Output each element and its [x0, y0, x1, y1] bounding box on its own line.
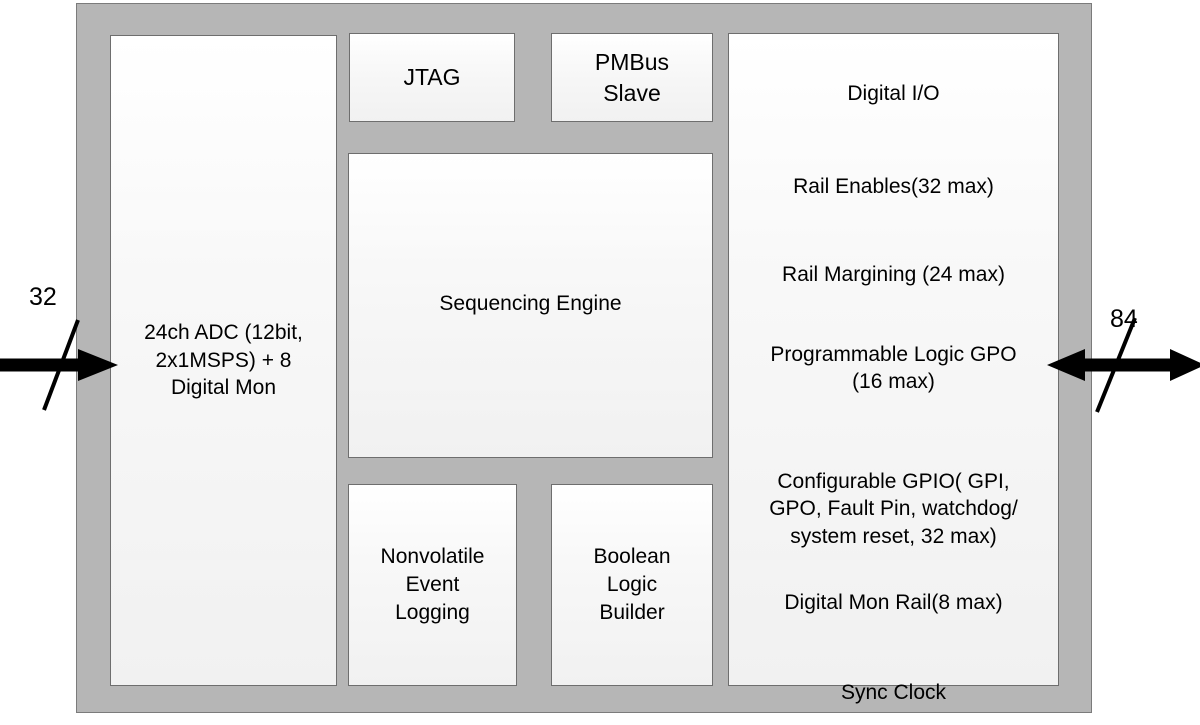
block-sequencing-engine-label: Sequencing Engine: [439, 291, 622, 315]
block-adc[interactable]: 24ch ADC (12bit, 2x1MSPS) + 8 Digital Mo…: [110, 35, 337, 686]
block-boolean-logic-builder-label: Boolean Logic Builder: [593, 545, 671, 624]
input-bus-width-label: 32: [29, 283, 57, 311]
digital-io-line-rail-enables: Rail Enables(32 max): [793, 175, 994, 198]
block-boolean-logic-builder[interactable]: Boolean Logic Builder: [551, 484, 713, 686]
block-sequencing-engine[interactable]: Sequencing Engine: [348, 153, 713, 458]
block-pmbus-slave-label: PMBus Slave: [594, 49, 670, 106]
digital-io-line-programmable-logic-gpo: Programmable Logic GPO (16 max): [770, 343, 1017, 394]
digital-io-line-sync-clock: Sync Clock: [840, 681, 947, 704]
digital-io-line-title: Digital I/O: [847, 82, 940, 105]
digital-io-line-digital-mon-rail: Digital Mon Rail(8 max): [784, 591, 1003, 614]
block-pmbus-slave[interactable]: PMBus Slave: [551, 33, 713, 122]
block-jtag-label: JTAG: [403, 64, 461, 91]
bus-arrow-right-icon: [0, 319, 118, 411]
bus-arrow-bidirectional-icon: [1047, 317, 1200, 413]
block-digital-io[interactable]: Digital I/O Rail Enables(32 max) Rail Ma…: [728, 33, 1059, 704]
digital-io-line-rail-margining: Rail Margining (24 max): [782, 263, 1005, 286]
block-jtag[interactable]: JTAG: [349, 33, 515, 122]
digital-io-line-configurable-gpio: Configurable GPIO( GPI, GPO, Fault Pin, …: [769, 470, 1018, 548]
block-adc-label: 24ch ADC (12bit, 2x1MSPS) + 8 Digital Mo…: [144, 320, 303, 400]
block-nonvolatile-event-logging-label: Nonvolatile Event Logging: [380, 545, 485, 624]
block-nonvolatile-event-logging[interactable]: Nonvolatile Event Logging: [348, 484, 517, 686]
